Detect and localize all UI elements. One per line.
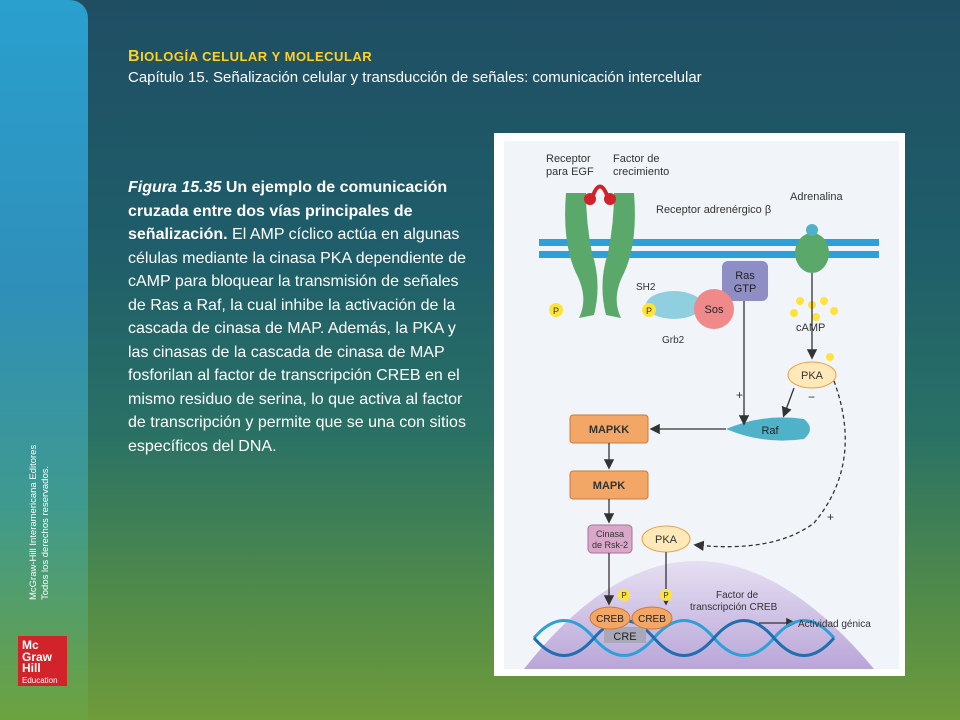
pka-cyto-label: PKA [801, 370, 824, 382]
dashed-arrow [693, 380, 846, 551]
grb2-label: Grb2 [662, 335, 685, 346]
logo-line-3: Hill [22, 661, 41, 675]
figure-label: Figura 15.35 [128, 179, 222, 196]
title-rest: IOLOGÍA CELULAR Y MOLECULAR [140, 49, 373, 64]
receptor-adrenergico-label: Receptor adrenérgico β [656, 204, 771, 216]
slide-subtitle: Capítulo 15. Señalización celular y tran… [128, 69, 702, 86]
rsk2-label-1: Cinasa [596, 529, 624, 539]
caption-body: El AMP cíclico actúa en algunas células … [128, 226, 467, 455]
p-label-receptor-right: P [646, 306, 652, 316]
cre-box [604, 627, 646, 643]
adrenergic-receptor [795, 224, 829, 273]
pka-cyto [787, 361, 837, 389]
logo-line-1: Mc [22, 638, 39, 652]
phospho-receptor-right [642, 303, 656, 317]
mcgraw-hill-logo: Mc Graw Hill Education [18, 636, 67, 686]
growth-factor-label-1: Factor de [613, 153, 659, 165]
p-label-receptor-left: P [553, 306, 559, 316]
membrane-top [539, 239, 879, 246]
creb-left-label: CREB [596, 614, 624, 625]
logo-line-4: Education [22, 675, 58, 685]
phospho-creb-left [618, 589, 630, 601]
gtp-label: GTP [734, 283, 757, 295]
plus-sign-2: + [827, 510, 834, 524]
ras-label: Ras [735, 270, 755, 282]
dna-strand-2 [532, 619, 836, 657]
raf-label: Raf [761, 425, 779, 437]
sh2-label: SH2 [636, 282, 656, 293]
membrane-bottom [539, 251, 879, 258]
rsk2-box [587, 524, 633, 554]
creb-right-label: CREB [638, 614, 666, 625]
pka-nuclear-label: PKA [655, 534, 678, 546]
p-label-creb-right: P [663, 591, 668, 600]
ras-gtp-box [722, 261, 768, 301]
camp-label: cAMP [796, 322, 825, 334]
factor-creb-label-1: Factor de [716, 590, 759, 601]
creb-right [631, 606, 673, 630]
copyright-line-1: McGraw-Hill Interamericana Editores [28, 444, 39, 600]
sos-shape [694, 289, 734, 329]
mapkk-label: MAPKK [589, 424, 629, 436]
rsk2-label-2: de Rsk-2 [592, 540, 628, 550]
copyright-line-2: Todos los derechos reservados. [40, 465, 51, 600]
figure-image: Receptor para EGF Factor de crecimiento … [494, 133, 905, 676]
signaling-diagram: Receptor para EGF Factor de crecimiento … [504, 141, 899, 669]
cre-label: CRE [613, 631, 636, 643]
creb-left [589, 606, 631, 630]
phospho-receptor-left [549, 303, 563, 317]
adrenalina-label: Adrenalina [790, 191, 843, 203]
p-label-creb-left: P [621, 591, 626, 600]
egf-receptor [565, 184, 635, 318]
logo-line-2: Graw [22, 649, 53, 664]
mapk-label: MAPK [593, 480, 625, 492]
receptor-egf-label-1: Receptor [546, 153, 591, 165]
sidebar-band [0, 0, 88, 720]
dna-strand-1 [532, 619, 836, 657]
phospho-creb-right [660, 589, 672, 601]
grb2-shape [646, 291, 702, 319]
growth-factor-label-2: crecimiento [613, 166, 669, 178]
caption-lead: Un ejemplo de comunicación cruzada entre… [128, 179, 448, 243]
title-initial: B [128, 48, 141, 65]
sos-label: Sos [705, 304, 724, 316]
copyright-text: McGraw-Hill Interamericana Editores Todo… [28, 445, 52, 600]
plus-sign-1: + [736, 388, 743, 402]
slide-title: BIOLOGÍA CELULAR Y MOLECULAR [128, 48, 372, 66]
receptor-egf-label-2: para EGF [546, 166, 594, 178]
figure-caption: Figura 15.35 Un ejemplo de comunicación … [128, 176, 468, 458]
actividad-label: Actividad génica [798, 619, 871, 630]
minus-sign: − [808, 390, 815, 404]
factor-creb-label-2: transcripción CREB [690, 602, 778, 613]
